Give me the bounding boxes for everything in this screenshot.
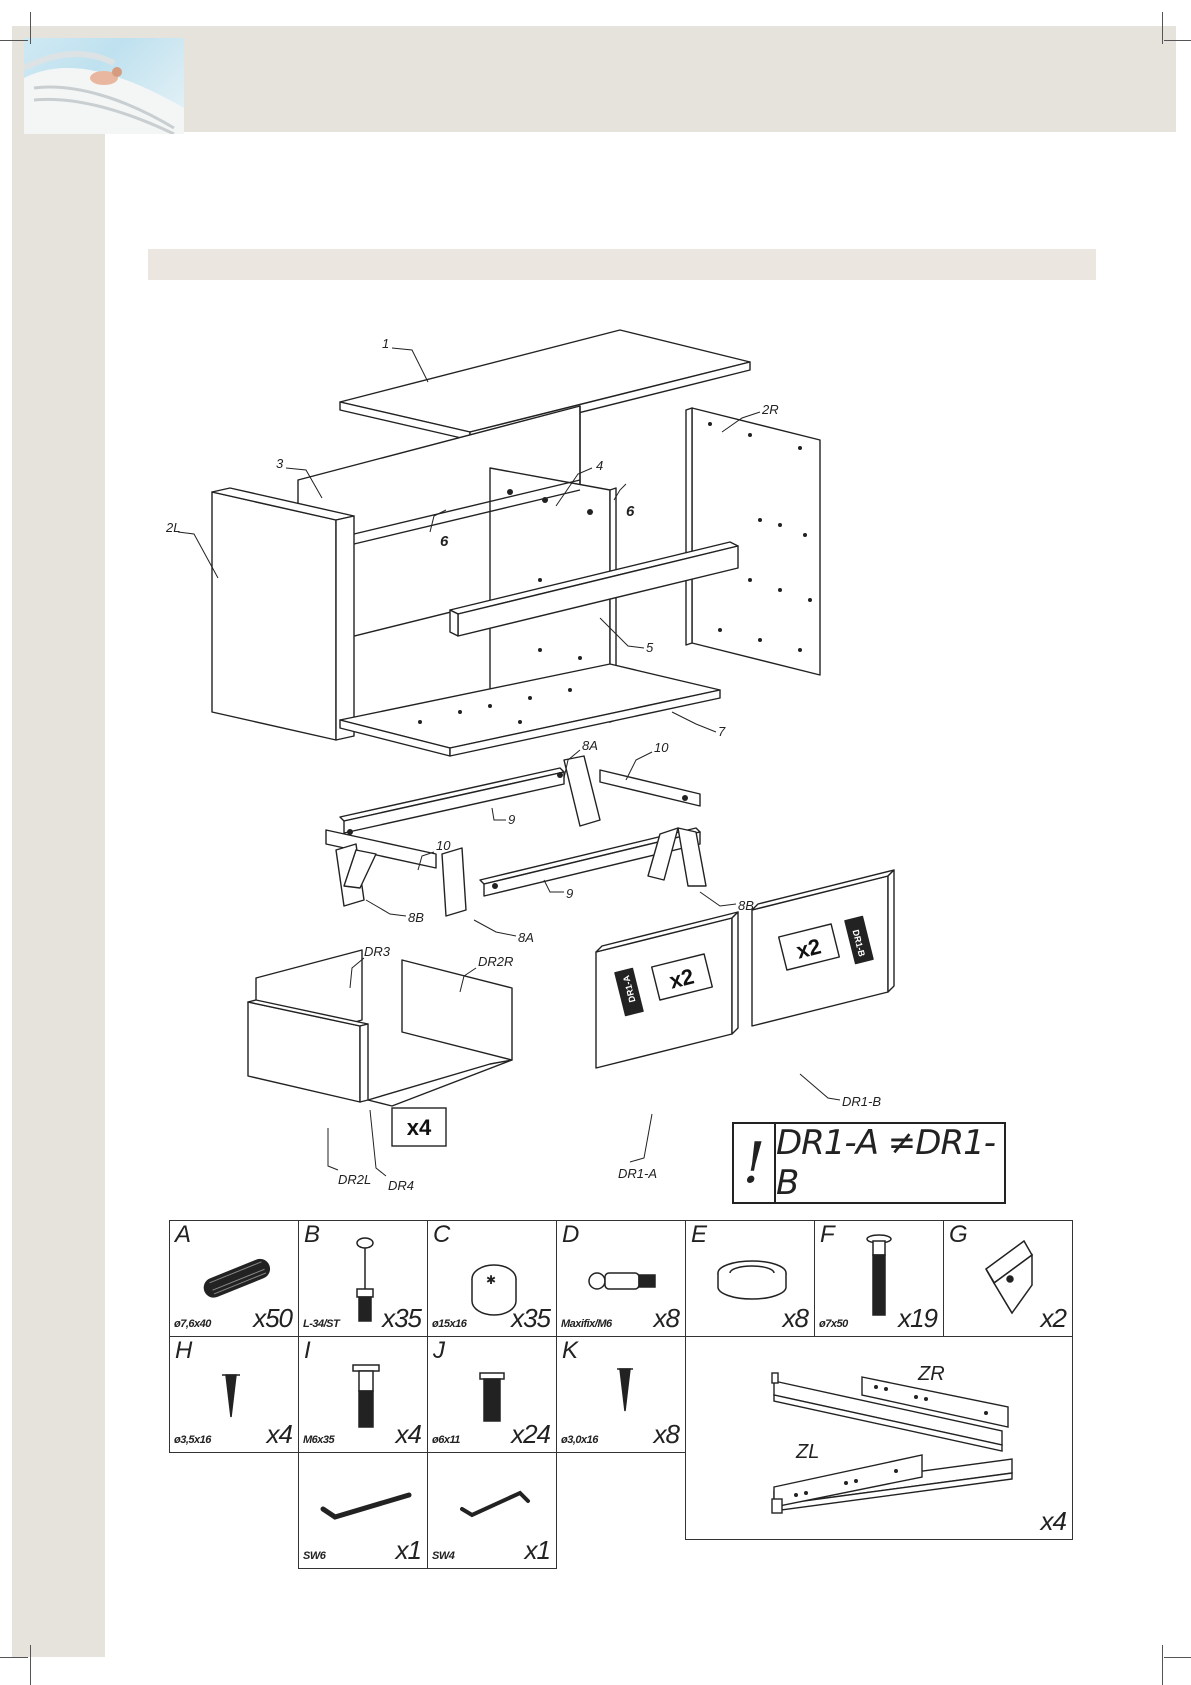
part-label: 1 bbox=[382, 336, 389, 351]
hardware-cell-B: B L-34/ST x35 bbox=[298, 1220, 428, 1337]
part-label: 9 bbox=[508, 812, 515, 827]
warning-text: DR1-A ≠DR1-B bbox=[776, 1124, 1004, 1202]
crop-mark bbox=[30, 12, 31, 44]
part-label: DR2R bbox=[478, 954, 513, 969]
crop-mark bbox=[1164, 40, 1191, 41]
crop-mark bbox=[30, 1645, 31, 1685]
part-label: DR2L bbox=[338, 1172, 371, 1187]
section-title-bar bbox=[148, 249, 1096, 280]
hardware-letter: A bbox=[175, 1221, 191, 1249]
hardware-letter: K bbox=[562, 1337, 578, 1365]
part-label: 8A bbox=[582, 738, 598, 753]
hardware-spec: SW6 bbox=[303, 1550, 325, 1562]
part-label: DR1-A bbox=[618, 1166, 657, 1181]
part-label: 7 bbox=[718, 724, 726, 739]
hardware-qty: x35 bbox=[511, 1303, 550, 1334]
hardware-cell-J: J ø6x11 x24 bbox=[427, 1336, 557, 1453]
hardware-cell-C: ✱ C ø15x16 x35 bbox=[427, 1220, 557, 1337]
hardware-cell-drawer-slides: ZR ZL x4 bbox=[685, 1336, 1073, 1540]
hardware-qty: x2 bbox=[1041, 1303, 1066, 1334]
hardware-qty: x4 bbox=[1041, 1506, 1066, 1537]
part-label: 2R bbox=[761, 402, 779, 417]
hardware-cell-D: D Maxifix/M6 x8 bbox=[556, 1220, 686, 1337]
hardware-letter: E bbox=[691, 1221, 707, 1249]
hardware-qty: x50 bbox=[253, 1303, 292, 1334]
hardware-letter: J bbox=[433, 1337, 445, 1365]
hardware-letter: B bbox=[304, 1221, 320, 1249]
hardware-cell-K: K ø3,0x16 x8 bbox=[556, 1336, 686, 1453]
hardware-spec: SW4 bbox=[432, 1550, 454, 1562]
hardware-letter: G bbox=[949, 1221, 968, 1249]
hardware-qty: x1 bbox=[525, 1535, 550, 1566]
hardware-spec: M6x35 bbox=[303, 1434, 334, 1446]
crop-mark bbox=[0, 40, 28, 41]
slide-label-right: ZR bbox=[918, 1363, 945, 1386]
leg-frame bbox=[326, 756, 706, 916]
hardware-letter: D bbox=[562, 1221, 579, 1249]
hardware-spec: L-34/ST bbox=[303, 1318, 339, 1330]
hardware-spec: Maxifix/M6 bbox=[561, 1318, 612, 1330]
part-label: 6 bbox=[626, 503, 635, 520]
hardware-qty: x1 bbox=[396, 1535, 421, 1566]
part-label: 8B bbox=[738, 898, 754, 913]
crop-mark bbox=[1164, 1657, 1191, 1658]
hardware-cell-G: G x2 bbox=[943, 1220, 1073, 1337]
hardware-qty: x35 bbox=[382, 1303, 421, 1334]
warning-box: ! DR1-A ≠DR1-B bbox=[732, 1122, 1006, 1204]
hardware-spec: ø7,6x40 bbox=[174, 1318, 211, 1330]
part-label: DR1-B bbox=[842, 1094, 881, 1109]
part-label: 6 bbox=[440, 533, 449, 550]
slide-label-left: ZL bbox=[796, 1441, 819, 1464]
hardware-cell-F: F ø7x50 x19 bbox=[814, 1220, 944, 1337]
crop-mark bbox=[1162, 12, 1163, 44]
hardware-qty: x24 bbox=[511, 1419, 550, 1450]
hardware-letter: F bbox=[820, 1221, 835, 1249]
brand-logo bbox=[24, 38, 184, 134]
part-label: DR4 bbox=[388, 1178, 414, 1193]
hardware-spec: ø15x16 bbox=[432, 1318, 466, 1330]
hardware-qty: x8 bbox=[654, 1303, 679, 1334]
part-label: 3 bbox=[276, 456, 284, 471]
hardware-qty: x4 bbox=[396, 1419, 421, 1450]
header-band bbox=[12, 26, 1176, 132]
part-label: 8B bbox=[408, 910, 424, 925]
part-label: 8A bbox=[518, 930, 534, 945]
hardware-letter: H bbox=[175, 1337, 192, 1365]
hardware-qty: x4 bbox=[267, 1419, 292, 1450]
hardware-cell-I: I M6x35 x4 bbox=[298, 1336, 428, 1453]
svg-text:✱: ✱ bbox=[486, 1273, 496, 1287]
part-label: 5 bbox=[646, 640, 654, 655]
drawer-front-DR1-B bbox=[752, 870, 894, 1026]
hardware-spec: ø3,0x16 bbox=[561, 1434, 598, 1446]
hardware-spec: ø6x11 bbox=[432, 1434, 460, 1446]
part-label: 4 bbox=[596, 458, 603, 473]
part-label: 10 bbox=[654, 740, 669, 755]
hardware-qty: x8 bbox=[783, 1303, 808, 1334]
hardware-cell-hex-key-SW4: SW4 x1 bbox=[427, 1452, 557, 1569]
hardware-cell-H: H ø3,5x16 x4 bbox=[169, 1336, 299, 1453]
hardware-cell-A: A ø7,6x40 x50 bbox=[169, 1220, 299, 1337]
drawer-front-DR1-A bbox=[596, 912, 738, 1068]
part-label: 9 bbox=[566, 886, 573, 901]
part-label: 10 bbox=[436, 838, 451, 853]
drawer-box bbox=[248, 950, 512, 1106]
part-label: DR3 bbox=[364, 944, 391, 959]
badge-drawer-qty: x4 bbox=[407, 1115, 432, 1140]
hardware-cell-hex-key-SW6: SW6 x1 bbox=[298, 1452, 428, 1569]
left-sidebar-band bbox=[12, 132, 105, 1657]
crop-mark bbox=[0, 1657, 28, 1658]
side-panel-2R bbox=[686, 408, 820, 675]
part-label: 2L bbox=[165, 520, 180, 535]
hardware-qty: x8 bbox=[654, 1419, 679, 1450]
drawer-slide-icon bbox=[686, 1337, 1074, 1541]
hardware-spec: ø7x50 bbox=[819, 1318, 848, 1330]
hardware-cell-E: E x8 bbox=[685, 1220, 815, 1337]
hardware-qty: x19 bbox=[898, 1303, 937, 1334]
hardware-letter: I bbox=[304, 1337, 311, 1365]
exploded-assembly-drawing: 1 2R 3 4 6 6 2L 5 7 8A 10 9 10 8B 9 8B 8… bbox=[160, 320, 1060, 1200]
hardware-spec: ø3,5x16 bbox=[174, 1434, 211, 1446]
crop-mark bbox=[1162, 1645, 1163, 1685]
warning-mark: ! bbox=[734, 1124, 776, 1202]
hardware-letter: C bbox=[433, 1221, 450, 1249]
